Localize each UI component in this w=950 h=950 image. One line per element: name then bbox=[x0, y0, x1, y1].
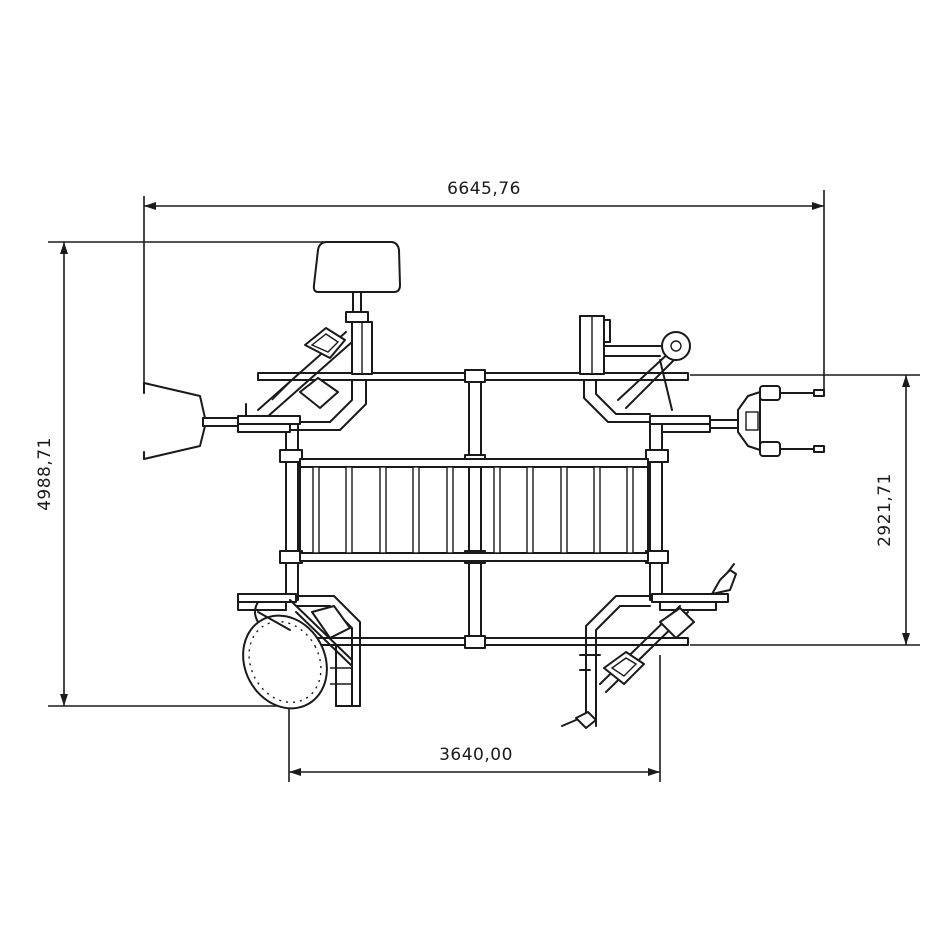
dimension-overall-width: 6645,76 bbox=[447, 179, 521, 199]
right-post bbox=[645, 419, 669, 601]
left-slide-end bbox=[143, 382, 206, 460]
dimension-top: 6645,76 bbox=[143, 179, 825, 393]
bottom-right-tower bbox=[579, 593, 729, 727]
bottom-left-spinner-disc bbox=[242, 601, 328, 710]
left-post bbox=[279, 419, 303, 601]
dimension-right: 2921,71 bbox=[690, 374, 920, 646]
dimension-post-spacing: 3640,00 bbox=[439, 745, 513, 765]
top-left-tower bbox=[202, 321, 373, 433]
dimension-overall-depth: 4988,71 bbox=[35, 437, 55, 511]
top-right-tower bbox=[579, 315, 739, 433]
dimension-bottom: 3640,00 bbox=[288, 655, 661, 782]
dimension-inner-depth: 2921,71 bbox=[875, 473, 895, 547]
bottom-right-handles bbox=[561, 563, 737, 729]
right-rocker-handles bbox=[737, 385, 825, 457]
center-post bbox=[464, 369, 486, 649]
ladder-bridge bbox=[299, 458, 649, 562]
top-left-seat bbox=[312, 241, 401, 323]
bottom-left-tower bbox=[237, 593, 361, 707]
dimension-left: 4988,71 bbox=[35, 241, 330, 707]
